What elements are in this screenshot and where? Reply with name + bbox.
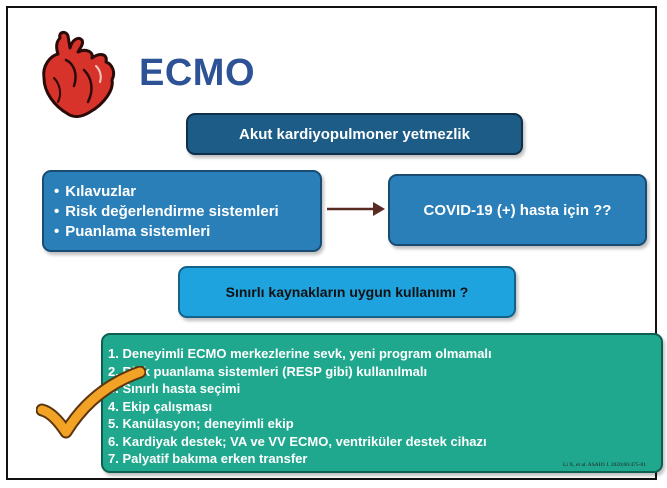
- list-item: Kılavuzlar: [54, 182, 320, 202]
- mid-box: Sınırlı kaynakların uygun kullanımı ?: [178, 266, 516, 318]
- list-item: 4. Ekip çalışması: [108, 398, 213, 414]
- slide: ECMO Akut kardiyopulmoner yetmezlik Kıla…: [6, 6, 663, 480]
- mid-box-label: Sınırlı kaynakların uygun kullanımı ?: [225, 284, 469, 300]
- left-box: Kılavuzlar Risk değerlendirme sistemleri…: [42, 170, 322, 252]
- checkmark-icon: [36, 366, 146, 439]
- left-box-list: Kılavuzlar Risk değerlendirme sistemleri…: [54, 182, 320, 242]
- right-box: COVID-19 (+) hasta için ??: [388, 174, 647, 246]
- list-item: 6. Kardiyak destek; VA ve VV ECMO, ventr…: [108, 433, 487, 449]
- list-item: Puanlama sistemleri: [54, 222, 320, 242]
- heart-icon: [42, 30, 116, 118]
- list-box-items: 1. Deneyimli ECMO merkezlerine sevk, yen…: [108, 345, 661, 468]
- top-box-label: Akut kardiyopulmoner yetmezlik: [239, 125, 470, 143]
- list-item: 3. Sınırlı hasta seçimi: [108, 381, 241, 396]
- list-item: 1. Deneyimli ECMO merkezlerine sevk, yen…: [108, 346, 492, 361]
- arrow-right-icon: [327, 202, 385, 216]
- right-box-label: COVID-19 (+) hasta için ??: [423, 201, 612, 219]
- list-item: 2. Risk puanlama sistemleri (RESP gibi) …: [108, 363, 428, 379]
- slide-title: ECMO: [139, 52, 255, 94]
- list-item: 7. Palyatif bakıma erken transfer: [108, 451, 308, 466]
- list-item: Risk değerlendirme sistemleri: [54, 202, 320, 222]
- citation: Li X, et al. ASAIO J. 2020;66:475-81: [563, 462, 646, 468]
- list-item: 5. Kanülasyon; deneyimli ekip: [108, 416, 294, 431]
- top-box: Akut kardiyopulmoner yetmezlik: [186, 113, 523, 155]
- list-box: 1. Deneyimli ECMO merkezlerine sevk, yen…: [101, 333, 663, 473]
